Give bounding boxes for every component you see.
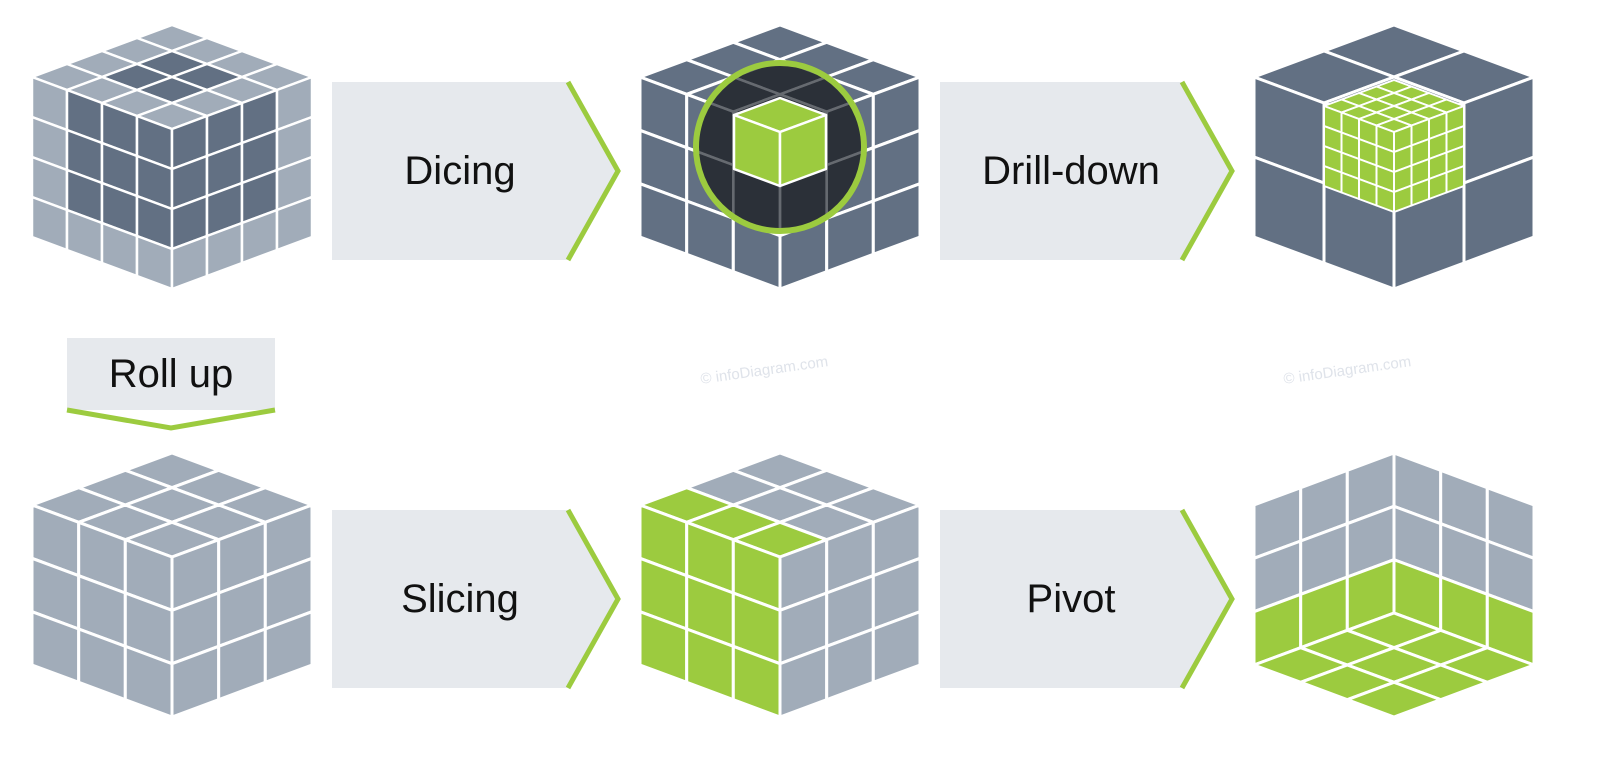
plain-cube [30, 451, 314, 719]
label-drilldown: Drill-down [982, 149, 1160, 193]
drilldown-cube [1252, 23, 1536, 291]
cube-cell [778, 113, 828, 188]
pivot-cube [1252, 451, 1536, 719]
cube-cell [1462, 155, 1536, 265]
label-rollup: Roll up [108, 352, 234, 396]
cube-cell [275, 195, 314, 252]
label-pivot: Pivot [1026, 577, 1116, 621]
cube-cell [1345, 680, 1443, 719]
dicing-highlight [693, 60, 867, 234]
arrow-pivot [940, 508, 1235, 690]
cube-cell [871, 610, 922, 684]
cube-cell [263, 610, 314, 684]
slicing-cube [638, 451, 922, 719]
arrow-rollup [66, 338, 276, 431]
label-slicing: Slicing [401, 577, 519, 621]
dice-grid-cell [825, 145, 864, 221]
cube-cell [1445, 165, 1465, 194]
arrow-drilldown [940, 80, 1235, 262]
label-dicing: Dicing [404, 149, 516, 193]
arrow-slicing [332, 508, 621, 690]
rollup-cube [30, 23, 314, 291]
cube-cell [871, 182, 922, 256]
arrow-dicing [332, 80, 621, 262]
